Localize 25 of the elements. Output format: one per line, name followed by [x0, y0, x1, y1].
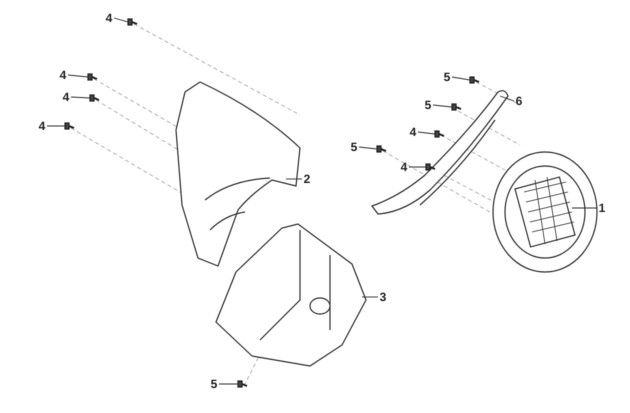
leader-line: [114, 18, 128, 22]
callout-number: 4: [58, 68, 68, 82]
callout-number: 4: [37, 119, 47, 133]
callout-number: 4: [104, 11, 114, 25]
callout-number: 6: [514, 94, 524, 108]
leader-line: [68, 74, 88, 78]
callout-number: 4: [399, 160, 409, 174]
callout-number: 5: [349, 140, 359, 154]
leader-line: [70, 96, 90, 98]
callout-number: 5: [442, 70, 452, 84]
leader-line: [358, 146, 378, 150]
leader-line: [362, 296, 378, 298]
callout-number: 4: [61, 90, 71, 104]
leader-line: [500, 96, 514, 102]
callout-number: 2: [302, 172, 312, 186]
leader-line: [408, 166, 426, 168]
callout-number: 4: [408, 125, 418, 139]
callout-number: 3: [378, 290, 388, 304]
callout-number: 1: [597, 201, 607, 215]
leader-line: [286, 178, 302, 180]
callout-number: 5: [209, 377, 219, 391]
leader-line: [418, 132, 436, 134]
leader-line: [452, 76, 470, 80]
leader-line: [432, 104, 452, 108]
callout-number: 5: [423, 98, 433, 112]
